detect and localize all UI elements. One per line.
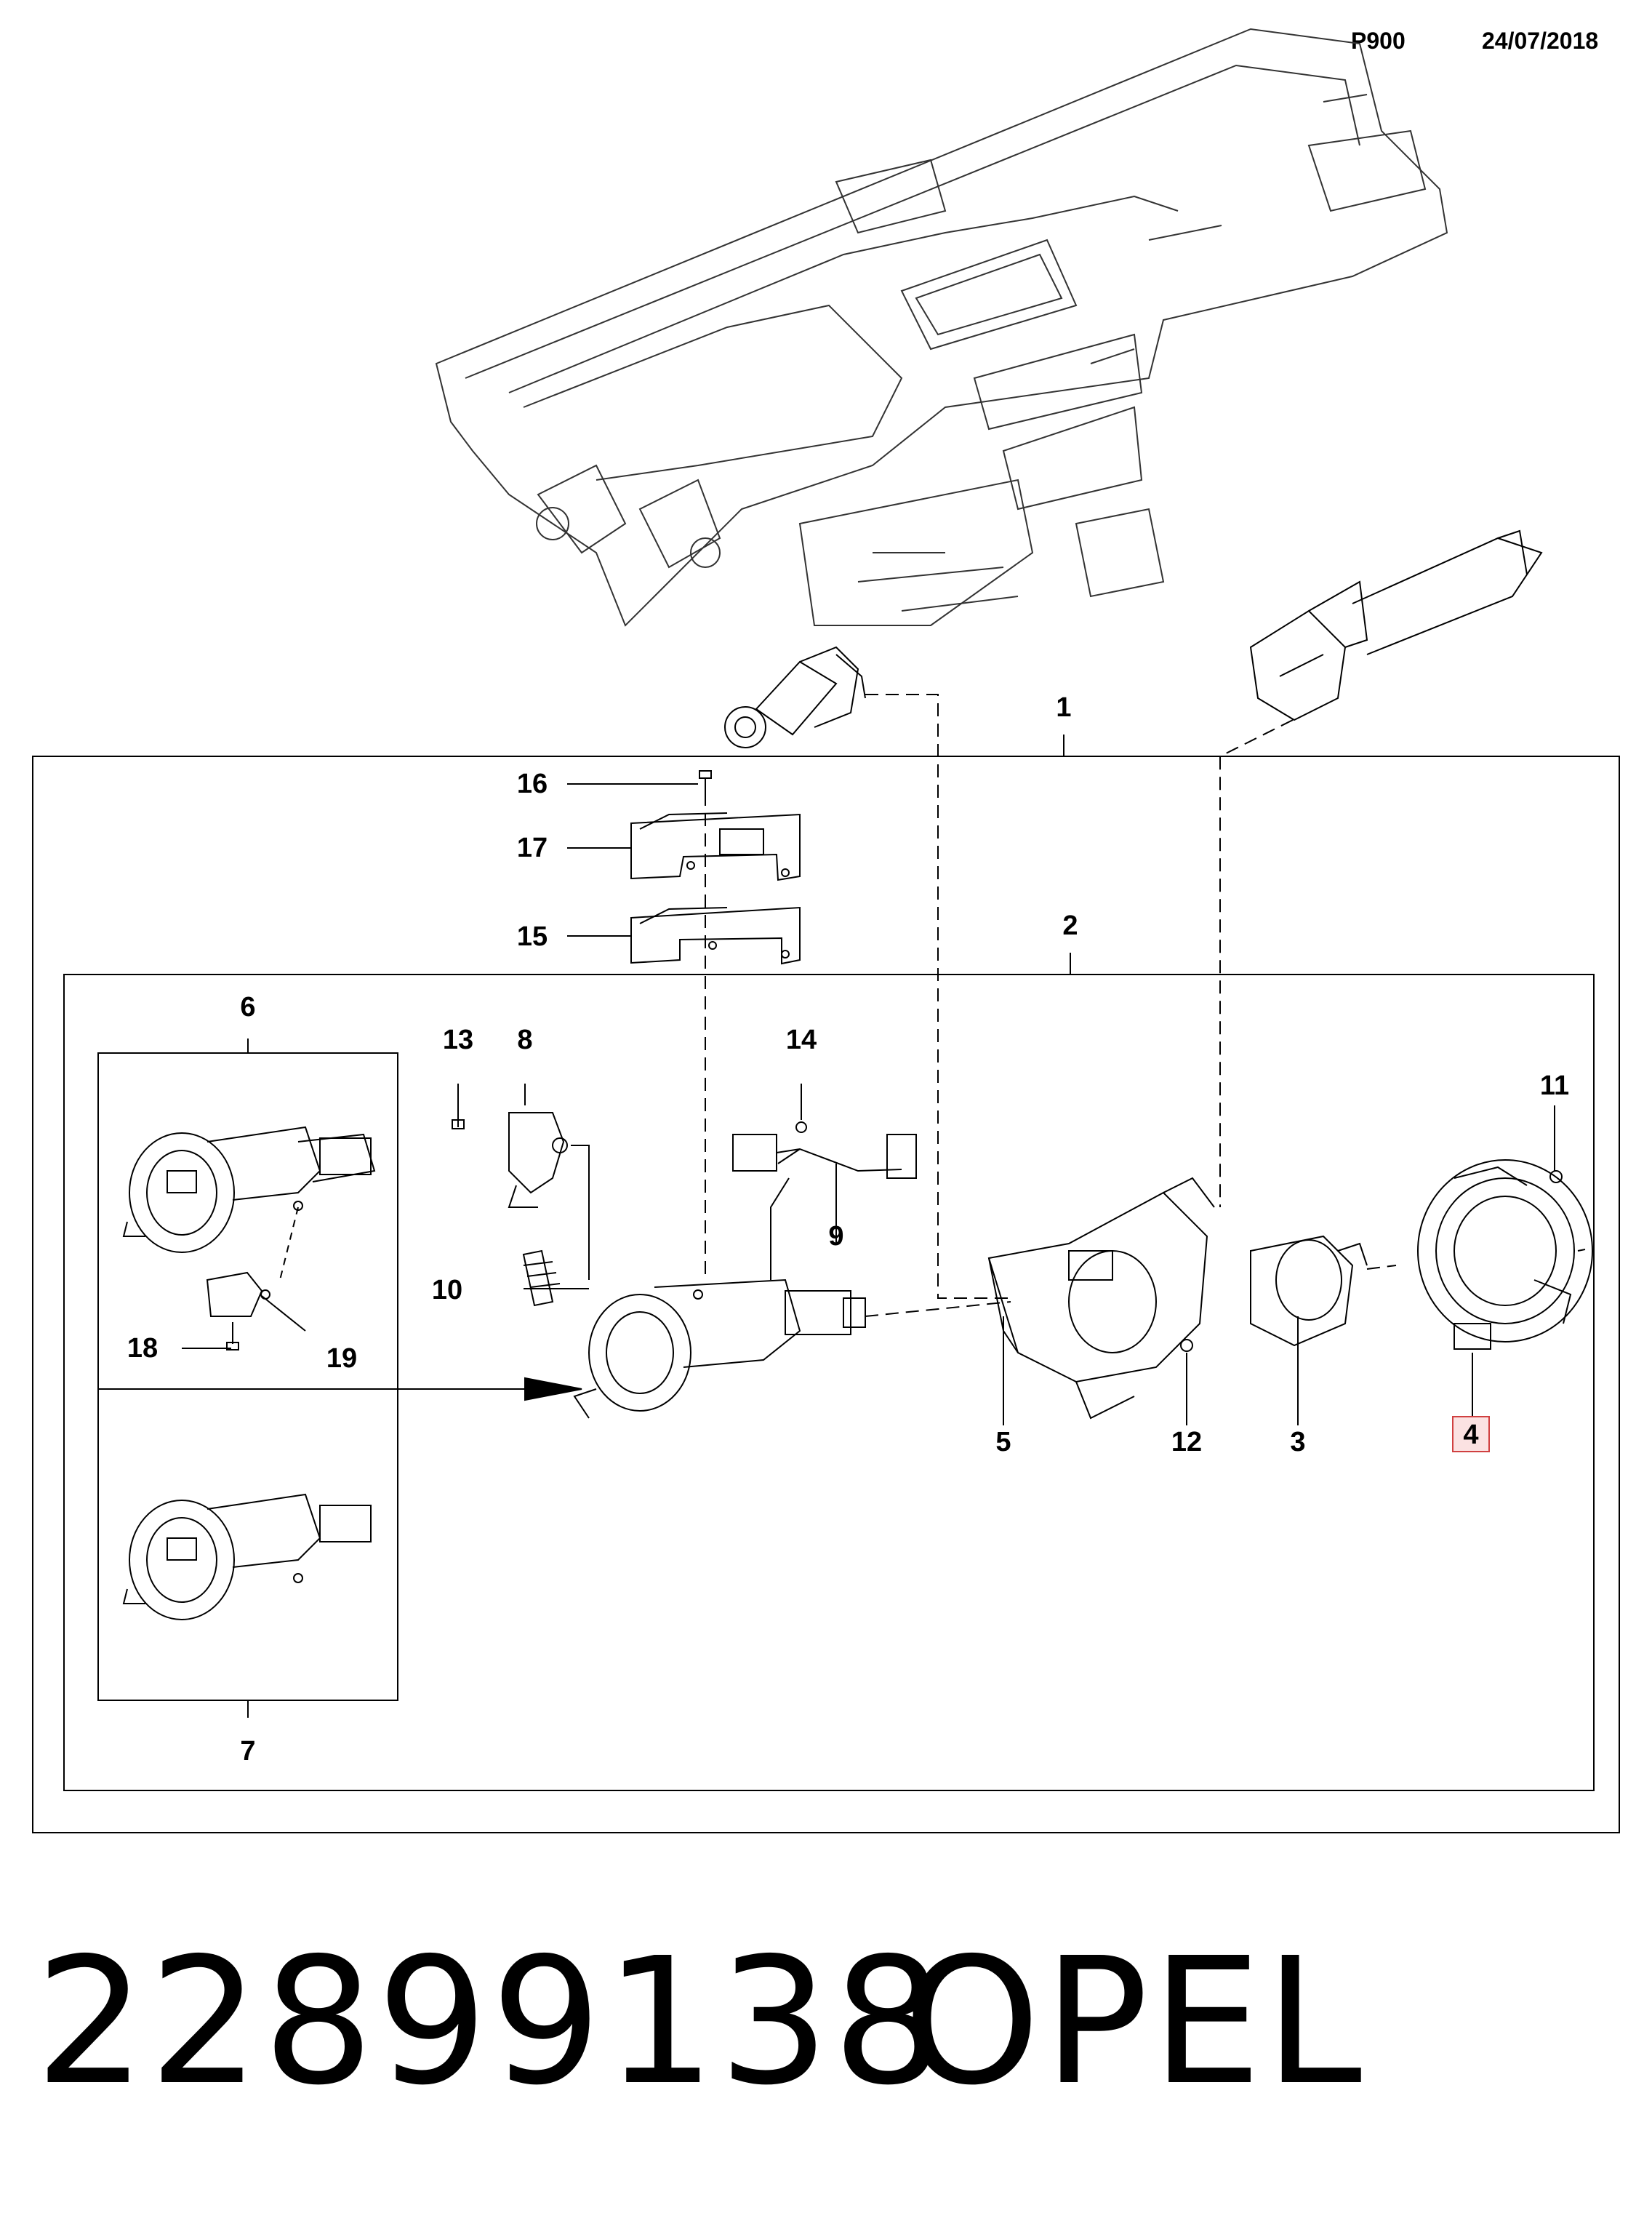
callout-12: 12	[1171, 1427, 1202, 1457]
bracket-15-illustration	[630, 906, 801, 965]
screw-16-illustration	[699, 770, 712, 793]
screw-11-illustration	[1549, 1170, 1563, 1183]
steering-column-switch-assembly-illustration	[573, 1278, 866, 1419]
callout-6: 6	[240, 992, 255, 1023]
right-stalk-switch-illustration	[1249, 529, 1543, 721]
dashboard-illustration	[435, 28, 1448, 627]
callout-2: 2	[1062, 911, 1078, 941]
part-7-switch-housing-illustration	[122, 1493, 372, 1620]
callout-9: 9	[828, 1221, 843, 1252]
callout-15: 15	[517, 921, 548, 952]
callout-3: 3	[1290, 1427, 1305, 1457]
callout-19: 19	[326, 1343, 357, 1374]
part-10-sensor-illustration	[522, 1249, 561, 1307]
screw-12-illustration	[1180, 1339, 1193, 1352]
bracket-17-illustration	[630, 812, 801, 881]
assembly-2-frame	[63, 974, 1595, 1791]
callout-14: 14	[786, 1025, 817, 1055]
callout-5: 5	[995, 1427, 1011, 1457]
assembly-7-frame	[97, 1388, 398, 1701]
callout-18: 18	[127, 1333, 158, 1364]
callout-4: 4	[1463, 1420, 1478, 1450]
callout-1: 1	[1056, 692, 1071, 723]
callout-11: 11	[1540, 1071, 1569, 1101]
diagram-code: P900	[1351, 28, 1406, 54]
part-3-sensor-ring-illustration	[1250, 1235, 1368, 1347]
brand-name: OPEL	[903, 1920, 1365, 2124]
part-6-switch-housing-illustration	[122, 1126, 376, 1253]
callout-13: 13	[443, 1025, 473, 1055]
part-5-switch-module-illustration	[987, 1177, 1215, 1420]
part-18-19-clip-illustration	[206, 1271, 270, 1350]
callout-10: 10	[432, 1275, 462, 1305]
callout-8: 8	[517, 1025, 532, 1055]
part-8-lock-cylinder-illustration	[452, 1112, 568, 1208]
part-9-wiring-harness-illustration	[732, 1121, 917, 1179]
part-4-clock-spring-illustration	[1417, 1159, 1593, 1350]
callout-7: 7	[240, 1736, 255, 1766]
exploded-parts-diagram: 1 2 3 4 5 6 7 8 9 10 11 12 13 14 15 16 1…	[32, 28, 1620, 1833]
assembly-1-frame	[32, 756, 1620, 1833]
callout-17: 17	[517, 833, 548, 863]
callout-16: 16	[517, 769, 548, 799]
diagram-date: 24/07/2018	[1482, 28, 1599, 54]
left-stalk-switch-illustration	[724, 646, 866, 748]
part-number: 22899138	[35, 1920, 947, 2124]
callout-4-highlight	[1452, 1416, 1490, 1452]
direction-arrow-icon	[524, 1377, 582, 1401]
